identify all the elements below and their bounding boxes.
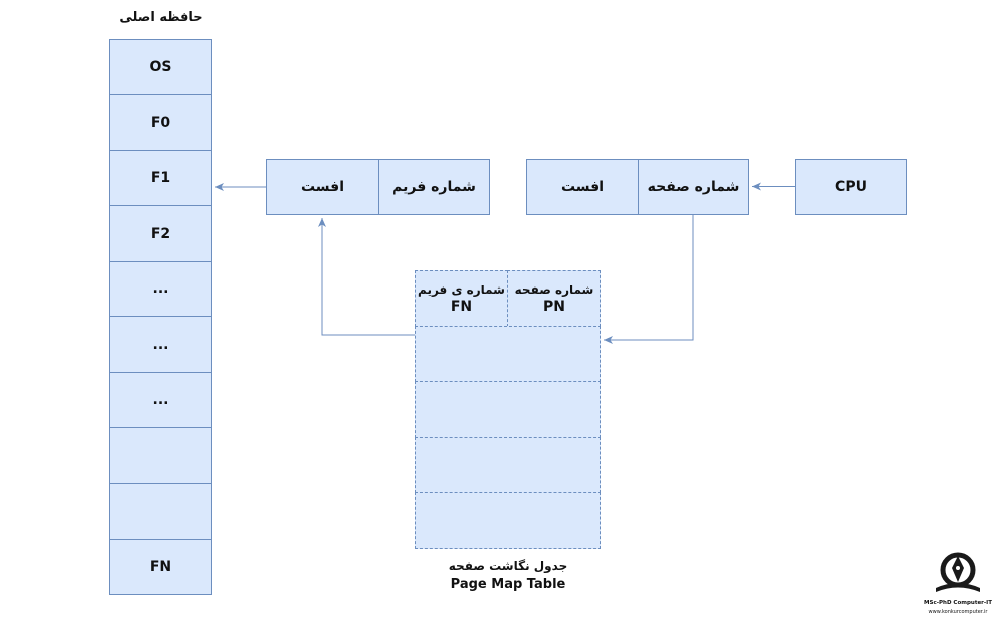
pmt-row-1: [415, 326, 601, 382]
cpu-box: CPU: [795, 159, 907, 215]
logo-line1: MSc-PhD Computer-IT: [924, 600, 992, 606]
memory-cell-fn: FN: [109, 539, 212, 595]
memory-cell-f2: F2: [109, 205, 212, 262]
logo-line2: www.konkurcomputer.ir: [928, 609, 988, 615]
site-logo: [936, 552, 980, 592]
memory-cell-ellipsis-2: ...: [109, 316, 212, 373]
memory-cell-ellipsis-1: ...: [109, 261, 212, 317]
pmt-header-page-fa: شماره صفحه: [514, 282, 594, 297]
pmt-row-3: [415, 437, 601, 493]
arrow-table-to-physical-address: [318, 218, 415, 336]
physical-frame-number-box: شماره فریم: [378, 159, 490, 215]
logical-page-number-box: شماره صفحه: [638, 159, 749, 215]
memory-cell-empty-1: [109, 427, 212, 484]
pmt-header-frame-fa: شماره ی فریم: [418, 282, 505, 297]
memory-title: حافظه اصلی: [119, 10, 203, 25]
pmt-header-page-en: PN: [543, 298, 565, 315]
logical-offset-box: افست: [526, 159, 639, 215]
pmt-caption-en: Page Map Table: [450, 577, 566, 592]
pmt-row-4: [415, 492, 601, 549]
memory-cell-empty-2: [109, 483, 212, 540]
memory-cell-ellipsis-3: ...: [109, 372, 212, 428]
memory-cell-f0: F0: [109, 94, 212, 151]
pmt-caption-fa: جدول نگاشت صفحه: [448, 559, 568, 573]
arrow-page-number-to-table: [604, 215, 694, 344]
pmt-header-frame-number: شماره ی فریم FN: [415, 270, 508, 327]
pmt-header-page-number: شماره صفحه PN: [507, 270, 601, 327]
pmt-header-frame-en: FN: [450, 298, 473, 315]
physical-offset-box: افست: [266, 159, 379, 215]
